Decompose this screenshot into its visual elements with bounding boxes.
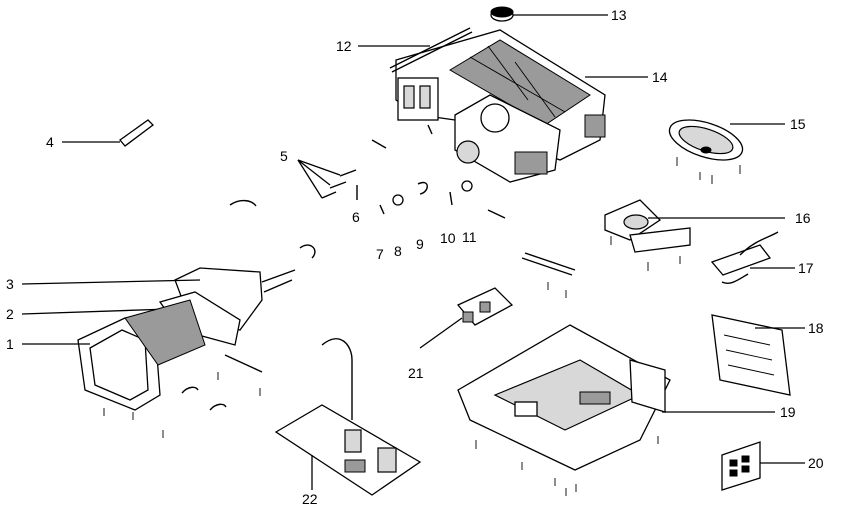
part-22-power-board	[274, 338, 422, 496]
callout-15: 15	[790, 116, 806, 132]
callout-19: 19	[780, 404, 796, 420]
part-21-board	[419, 287, 514, 349]
part-15-speaker	[668, 119, 785, 184]
callout-11: 11	[462, 229, 477, 245]
part-13-knob	[490, 6, 608, 22]
rail-part	[521, 252, 576, 298]
callout-1: 1	[6, 336, 14, 352]
part-20-terminal	[721, 441, 805, 491]
part-17-connector	[710, 231, 795, 284]
callout-22: 22	[302, 491, 318, 507]
callout-17: 17	[798, 260, 814, 276]
callout-18: 18	[808, 320, 824, 336]
part-12-rod	[358, 27, 473, 73]
callout-20: 20	[808, 455, 824, 471]
callout-2: 2	[6, 306, 14, 322]
callout-21: 21	[408, 365, 424, 381]
part-16-bracket	[604, 199, 785, 271]
callout-12: 12	[336, 38, 352, 54]
part-19-chassis	[457, 324, 775, 496]
callout-8: 8	[394, 243, 402, 259]
part-5-screws	[297, 159, 357, 199]
part-18-panel	[711, 314, 805, 396]
callout-7: 7	[376, 246, 384, 262]
callout-5: 5	[280, 148, 288, 164]
callout-14: 14	[652, 69, 668, 85]
part-14-top-cabinet	[395, 29, 648, 183]
callout-labels: 1 2 3 4 5 6 7 8 9 10 11 12 13 14 15 16 1…	[6, 7, 824, 507]
callout-3: 3	[6, 276, 14, 292]
callout-9: 9	[416, 236, 424, 252]
callout-13: 13	[611, 7, 627, 23]
part-1-screen	[22, 299, 263, 438]
callout-4: 4	[46, 134, 54, 150]
callout-16: 16	[795, 210, 811, 226]
callout-10: 10	[440, 230, 456, 246]
callout-6: 6	[352, 209, 360, 225]
parts-6-11-hardware	[229, 124, 506, 259]
part-4-lever	[62, 119, 154, 147]
